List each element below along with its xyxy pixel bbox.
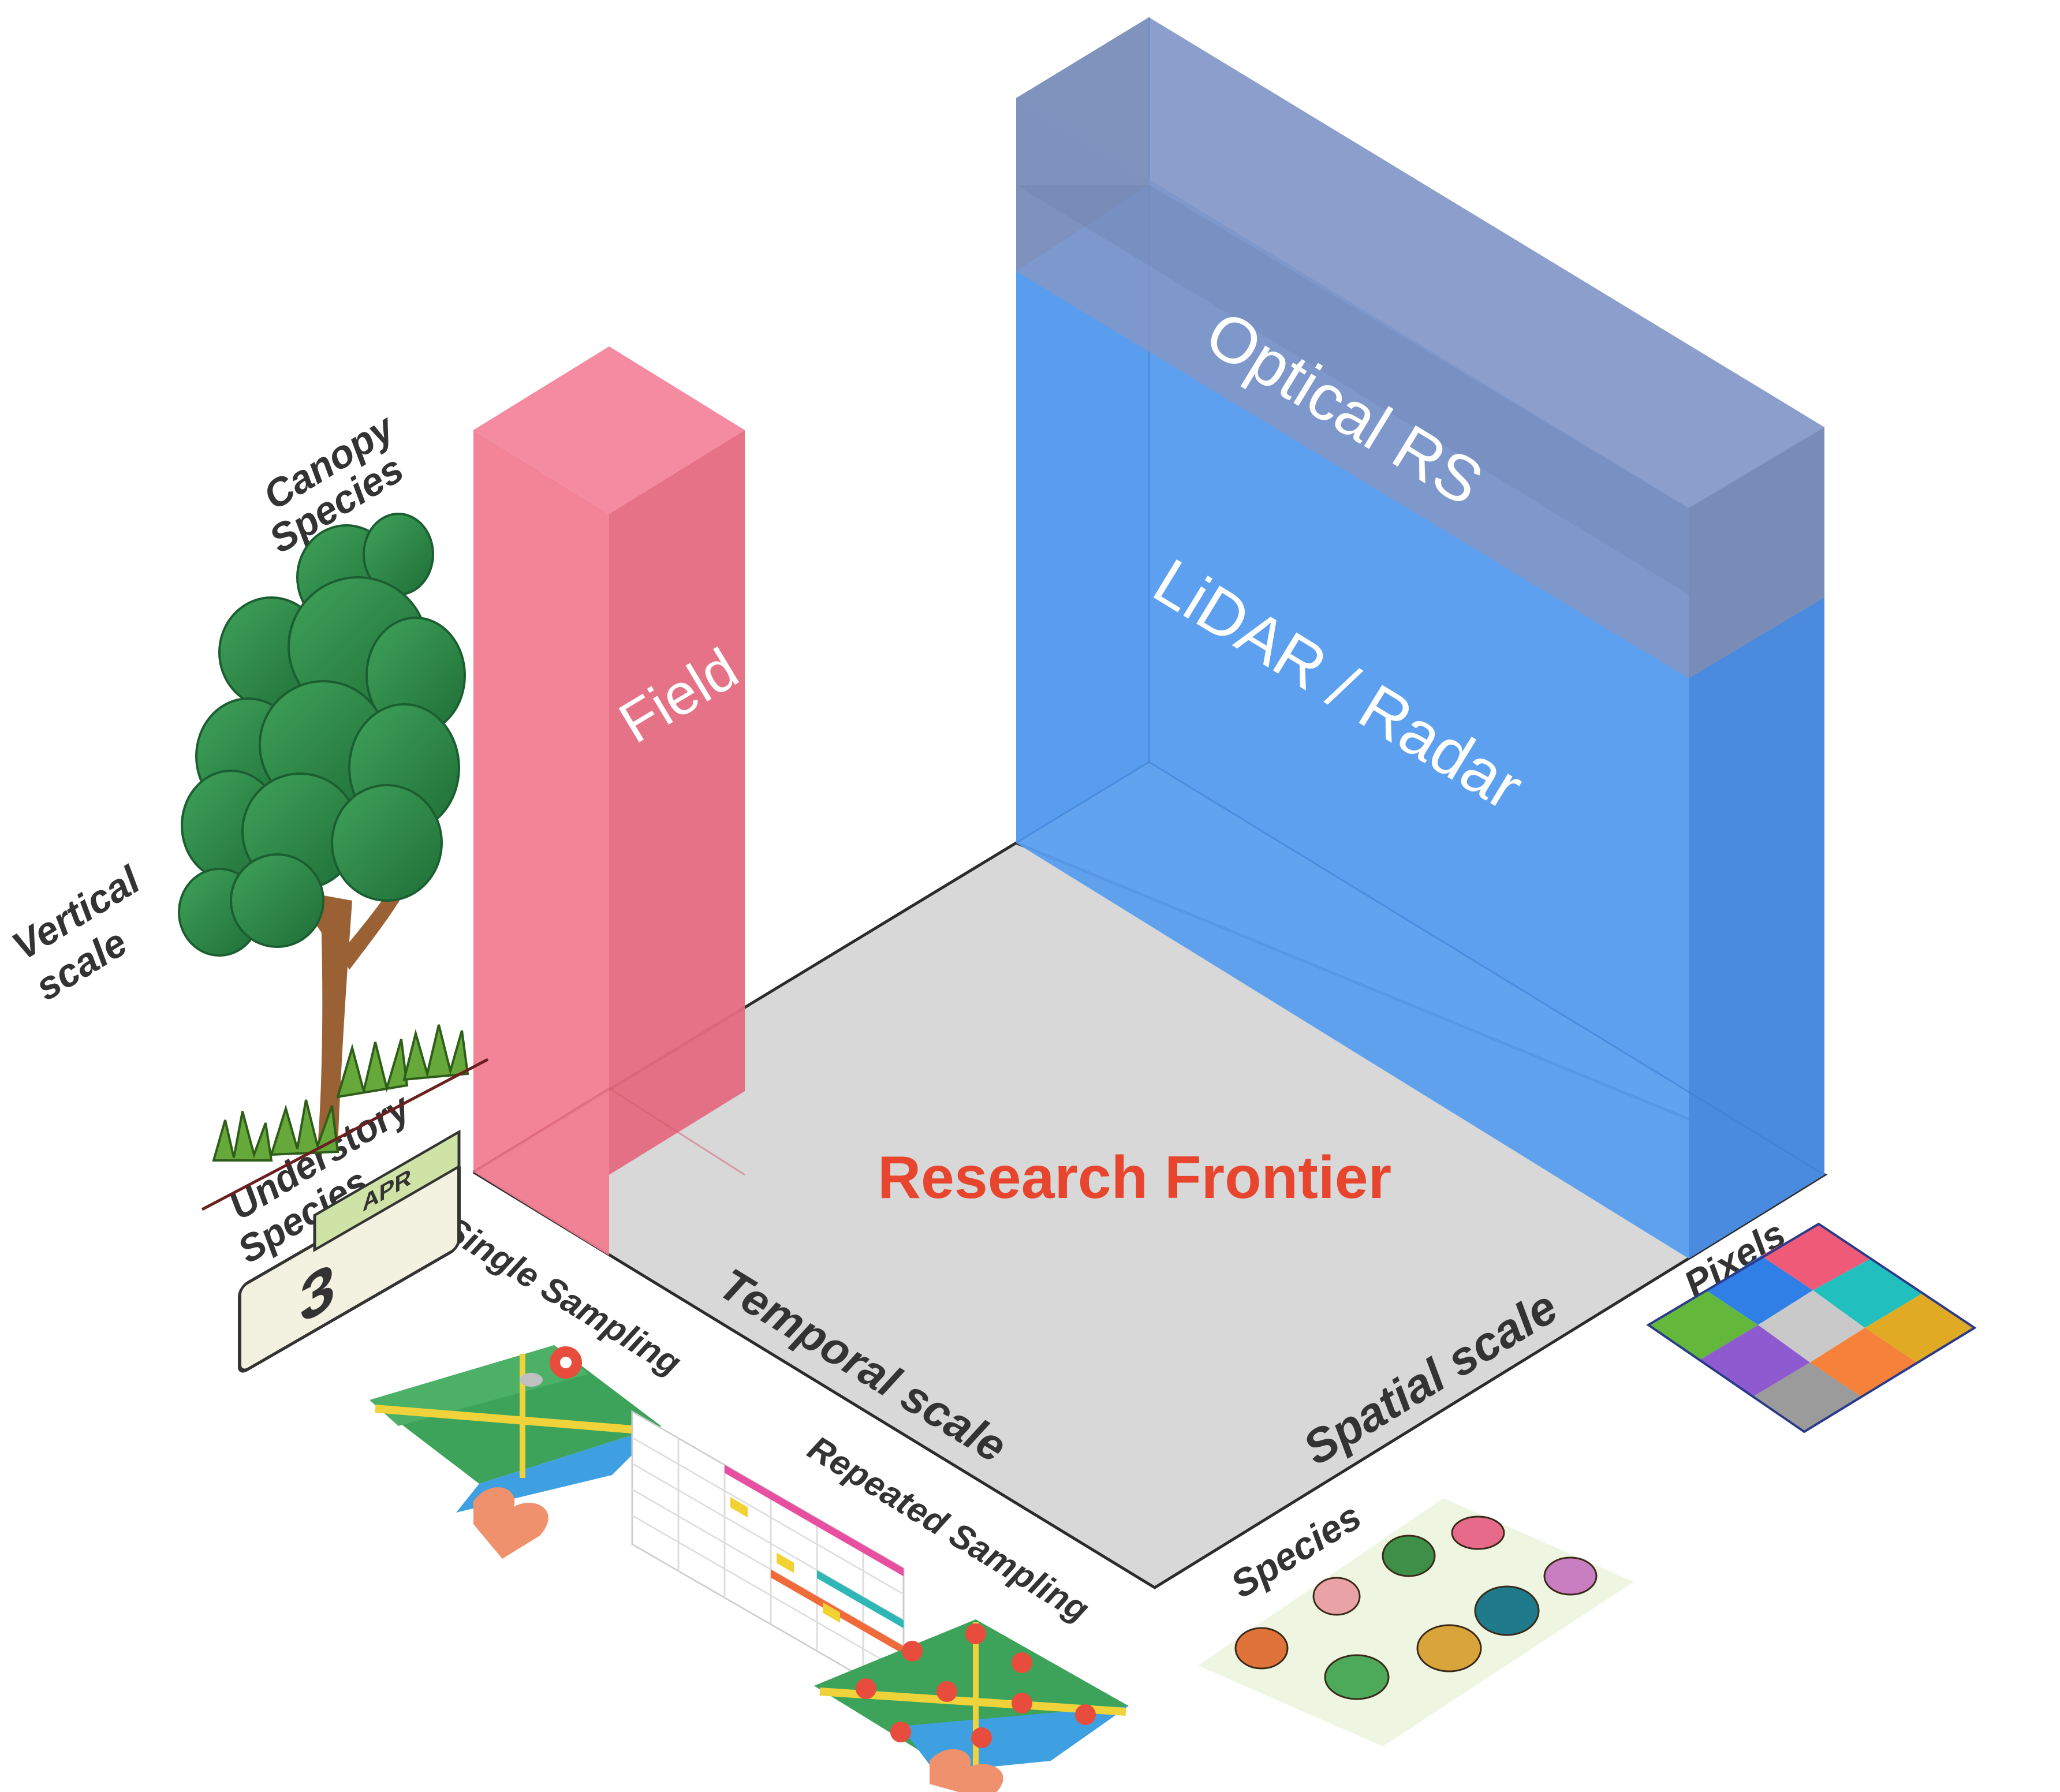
pixel-cell xyxy=(1810,1328,1917,1397)
optical-rs-block xyxy=(1016,17,1824,678)
pixel-cell xyxy=(1758,1290,1865,1362)
map-pin-icon xyxy=(370,1345,662,1559)
research-frontier-label: Research Frontier xyxy=(878,1144,1391,1211)
calendar-icon: APR 3 xyxy=(238,1129,461,1373)
tree-icon xyxy=(178,513,466,1149)
field-block xyxy=(473,346,745,1256)
pixel-grid-icon xyxy=(1646,1222,1977,1433)
floor-plane xyxy=(473,843,1824,1588)
ground-line xyxy=(201,1058,489,1211)
schedule-grid-icon xyxy=(631,1410,905,1703)
map-multi-pin-icon xyxy=(814,1619,1129,1792)
grass-icon xyxy=(212,1024,469,1162)
pixel-cell xyxy=(1648,1290,1758,1360)
pixel-cell xyxy=(1706,1256,1813,1325)
tree-species-icons xyxy=(1198,1498,1634,1746)
